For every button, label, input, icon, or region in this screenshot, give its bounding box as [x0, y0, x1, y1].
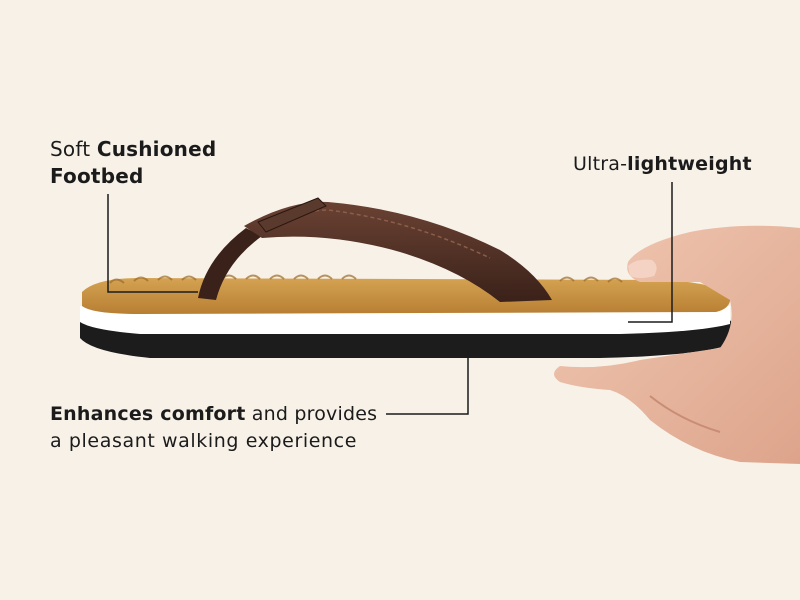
callout-cushioned-bold-2: Footbed	[50, 164, 144, 188]
footbed-ridges	[109, 274, 623, 284]
callout-lightweight-bold: lightweight	[627, 153, 752, 175]
callout-ultra-lightweight: Ultra-lightweight	[573, 151, 752, 178]
callout-cushioned-bold-1: Cushioned	[96, 137, 217, 161]
callout-comfort-rest: and provides	[245, 403, 378, 425]
callout-enhances-comfort: Enhances comfort and provides a pleasant…	[50, 401, 377, 455]
hand-crease	[649, 395, 721, 433]
cushioned-leader-line	[107, 194, 198, 293]
callout-lines	[107, 182, 673, 415]
thumb-nail	[628, 259, 657, 278]
strap-ornament	[257, 197, 327, 233]
footbed	[82, 278, 731, 314]
comfort-leader-line	[386, 350, 469, 415]
callout-comfort-bold: Enhances comfort	[50, 403, 246, 425]
callout-cushioned-footbed: Soft Cushioned Footbed	[50, 136, 216, 190]
callout-lightweight-prefix: Ultra-	[573, 153, 628, 175]
main-strap	[244, 201, 552, 302]
lightweight-leader-line	[628, 182, 673, 323]
callout-cushioned-prefix: Soft	[50, 137, 97, 161]
toe-post-strap	[198, 228, 262, 300]
hand	[554, 225, 800, 464]
callout-comfort-line-2: a pleasant walking experience	[50, 430, 358, 452]
